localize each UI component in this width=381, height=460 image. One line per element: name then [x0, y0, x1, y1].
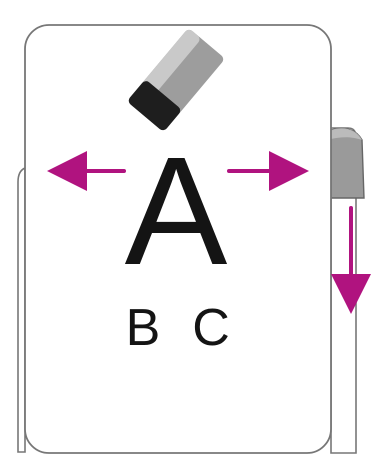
letter-b: B: [126, 299, 161, 357]
letter-c: C: [192, 299, 230, 357]
letter-a: A: [125, 125, 228, 297]
backing-paper-fold-icon: [330, 127, 365, 199]
squeegee-icon: [128, 29, 224, 131]
decal-card: [24, 24, 332, 454]
